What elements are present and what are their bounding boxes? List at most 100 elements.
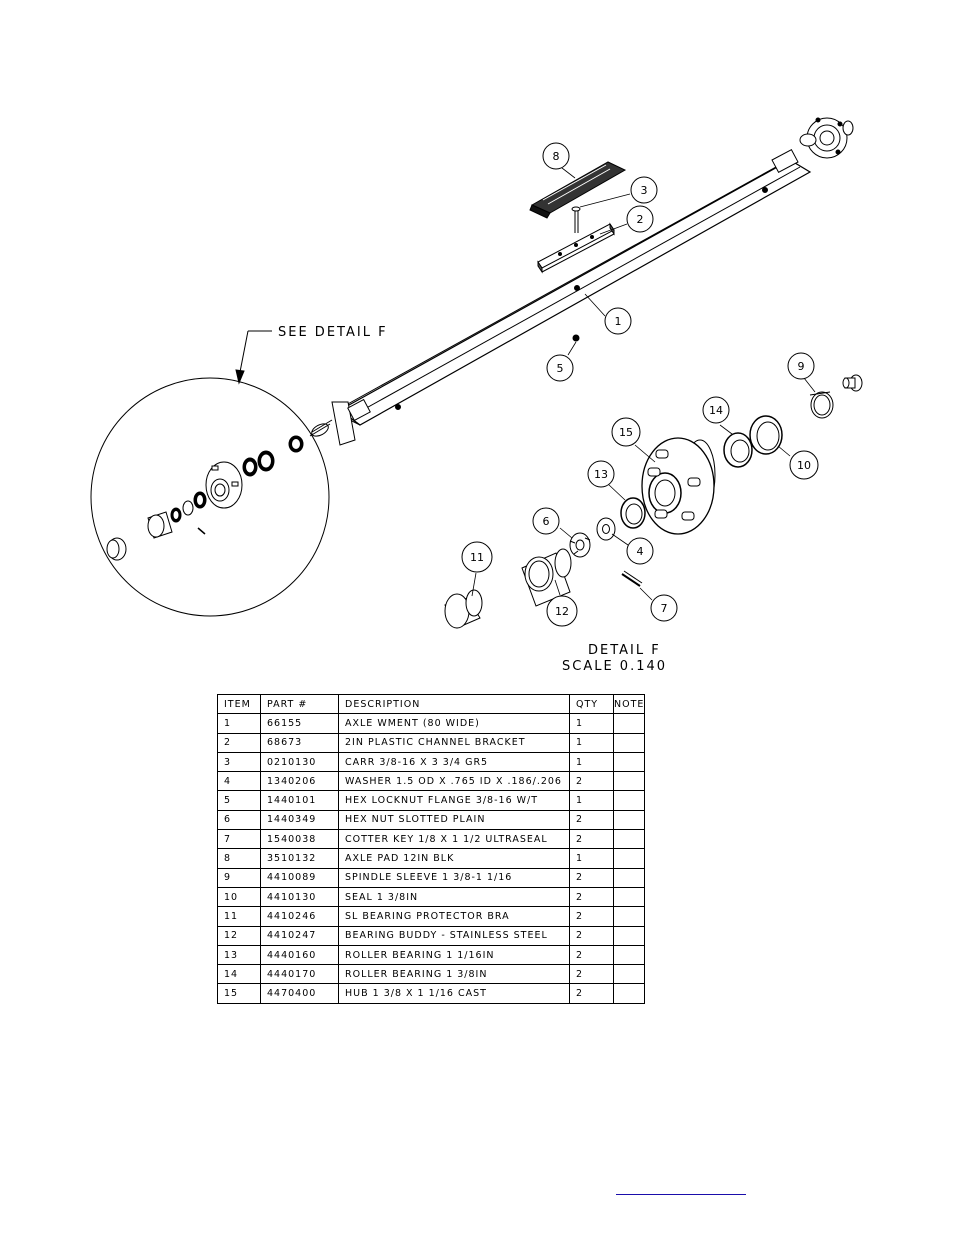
- bom-cell-part-number: 66155: [260, 713, 339, 734]
- balloon: 10: [789, 450, 819, 480]
- bom-cell-item: 4: [217, 771, 261, 792]
- bom-cell-description: AXLE WMENT (80 WIDE): [338, 713, 570, 734]
- washer-part: [596, 517, 616, 541]
- bom-cell-description: COTTER KEY 1/8 X 1 1/2 ULTRASEAL: [338, 829, 570, 850]
- balloon: 6: [532, 507, 560, 535]
- bom-cell-note: [612, 983, 646, 1004]
- bom-cell-item: 12: [217, 925, 261, 946]
- bom-cell-description: SPINDLE SLEEVE 1 3/8-1 1/16: [338, 867, 570, 888]
- hub-part: [641, 437, 716, 535]
- balloon-number: 1: [615, 315, 622, 328]
- inner-roller-bearing-part: [620, 497, 646, 529]
- channel-bracket: [537, 222, 615, 274]
- balloon-number: 7: [661, 602, 668, 615]
- balloon: 9: [787, 352, 815, 380]
- seal-part: [749, 415, 783, 455]
- bom-cell-part-number: 4410130: [260, 886, 339, 908]
- bom-cell-qty: 1: [569, 848, 614, 869]
- bom-cell-note: [612, 732, 646, 753]
- balloon: 1: [604, 307, 632, 335]
- balloon-number: 8: [553, 150, 560, 163]
- bom-cell-qty: 2: [569, 867, 614, 888]
- balloon: 4: [626, 537, 654, 565]
- bom-cell-description: SL BEARING PROTECTOR BRA: [338, 906, 570, 927]
- bom-cell-part-number: 4440170: [260, 964, 339, 985]
- bom-cell-part-number: 1540038: [260, 829, 339, 850]
- bom-cell-part-number: 4470400: [260, 983, 339, 1004]
- balloon-number: 2: [637, 213, 644, 226]
- detail-f-circle: [90, 377, 330, 617]
- bom-cell-part-number: 1340206: [260, 771, 339, 792]
- balloon-circle: [787, 352, 815, 380]
- bearing-buddy-part: [521, 548, 572, 607]
- bom-cell-note: [612, 944, 646, 966]
- bom-cell-note: [612, 790, 646, 811]
- balloon-number: 11: [470, 551, 484, 564]
- bom-cell-qty: 1: [569, 751, 614, 773]
- bom-cell-note: [612, 906, 646, 927]
- bom-cell-note: [612, 829, 646, 850]
- bom-cell-item: 5: [217, 790, 261, 811]
- balloon: 7: [650, 594, 678, 622]
- bom-cell-item: 6: [217, 809, 261, 831]
- balloon-circle: [626, 205, 654, 233]
- slotted-nut-part: [569, 532, 591, 558]
- bom-cell-note: [612, 886, 646, 908]
- balloon-circle: [532, 507, 560, 535]
- balloon: 3: [630, 176, 658, 204]
- bom-cell-note: [612, 771, 646, 792]
- bom-cell-item: 14: [217, 964, 261, 985]
- bom-cell-note: [612, 848, 646, 869]
- balloon-circle: [650, 594, 678, 622]
- footer-link[interactable]: [616, 1182, 746, 1195]
- bom-cell-description: HUB 1 3/8 X 1 1/16 CAST: [338, 983, 570, 1004]
- bom-cell-part-number: 4410089: [260, 867, 339, 888]
- bom-cell-part-number: 1440349: [260, 809, 339, 831]
- balloon-number: 15: [619, 426, 633, 439]
- bom-cell-note: [612, 867, 646, 888]
- balloon: 2: [626, 205, 654, 233]
- balloon: 13: [587, 460, 615, 488]
- bom-cell-description: HEX LOCKNUT FLANGE 3/8-16 W/T: [338, 790, 570, 811]
- bom-cell-qty: 2: [569, 829, 614, 850]
- bom-cell-note: [612, 809, 646, 831]
- axle-pad: [529, 161, 627, 219]
- bom-cell-item: 13: [217, 944, 261, 966]
- bom-cell-item: 2: [217, 732, 261, 753]
- balloon: 5: [546, 354, 574, 382]
- balloon-number: 10: [797, 459, 811, 472]
- bom-cell-note: [612, 751, 646, 773]
- detail-f-title: DETAIL F: [588, 643, 661, 658]
- balloon-circle: [630, 176, 658, 204]
- bom-cell-description: ROLLER BEARING 1 1/16IN: [338, 944, 570, 966]
- grease-cap-part: [842, 374, 863, 392]
- balloon-leaders: [471, 167, 816, 601]
- bearing-protector-part: [444, 589, 483, 629]
- bom-cell-qty: 2: [569, 906, 614, 927]
- balloon-number: 4: [637, 545, 644, 558]
- balloon-circle: [546, 354, 574, 382]
- balloon-circle: [542, 142, 570, 170]
- bom-cell-qty: 1: [569, 790, 614, 811]
- balloon-number: 5: [557, 362, 564, 375]
- bom-cell-item: 10: [217, 886, 261, 908]
- bom-header-part: PART #: [260, 693, 339, 715]
- bom-cell-part-number: 4410247: [260, 925, 339, 946]
- bom-cell-qty: 1: [569, 713, 614, 734]
- balloon-number: 6: [543, 515, 550, 528]
- outer-roller-bearing-part: [723, 432, 753, 468]
- locknut: [572, 334, 580, 342]
